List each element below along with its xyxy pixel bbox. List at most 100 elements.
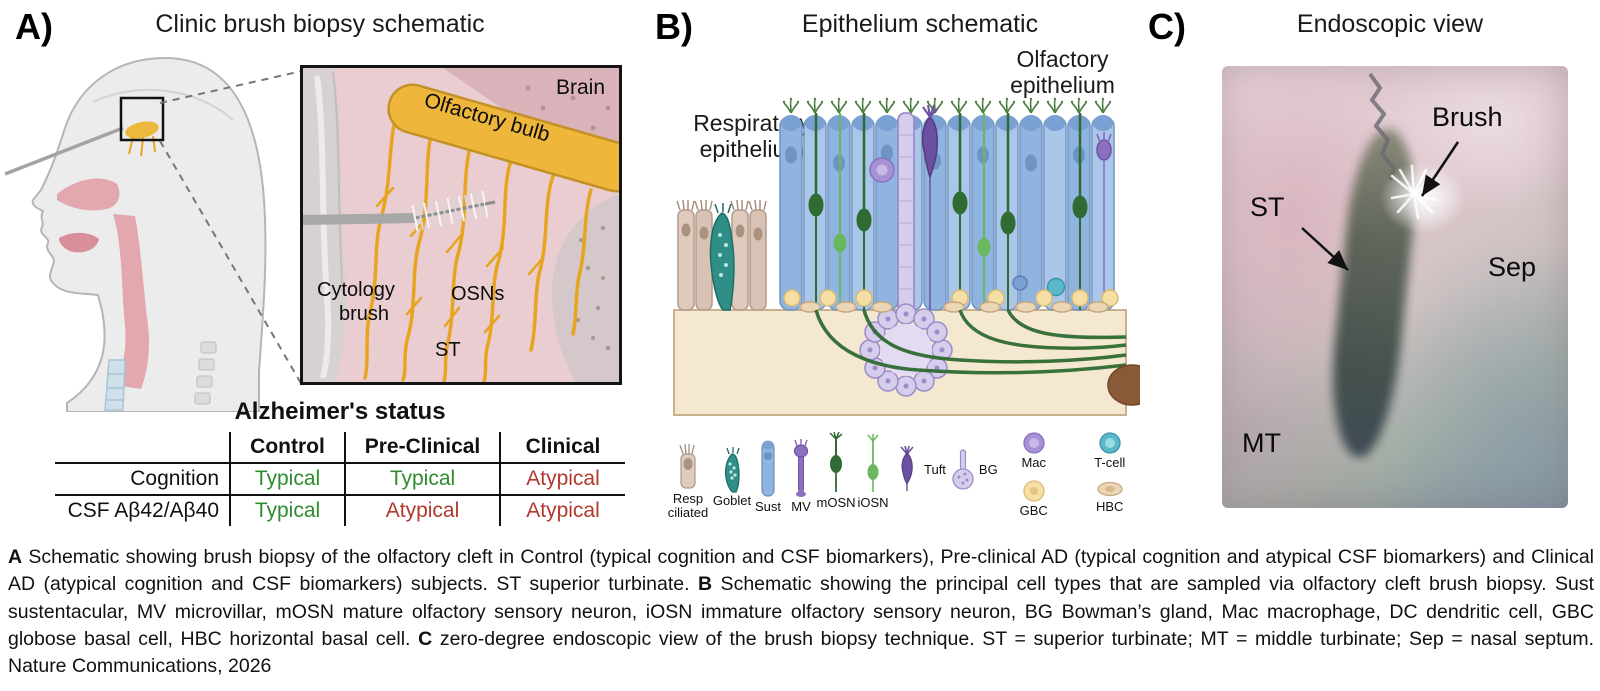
mosn-glyph <box>829 432 843 492</box>
caption-text-b: Schematic showing the principal cell typ… <box>8 573 1594 650</box>
pharynx <box>113 214 149 389</box>
goblet-glyph <box>725 447 740 493</box>
legend-item-mac: Mac <box>1003 430 1065 470</box>
endoscopic-photo: Brush ST Sep MT <box>1222 66 1568 508</box>
respiratory-cells <box>676 199 767 311</box>
spine <box>194 341 217 405</box>
panel-b-label: B) <box>655 6 693 47</box>
tuft-glyph <box>900 446 914 491</box>
table-col-preclinical: Pre-Clinical <box>344 432 500 463</box>
macrophage-cell <box>869 157 895 183</box>
caption-marker-a: A <box>8 546 23 568</box>
legend-label: HBC <box>1095 499 1124 515</box>
bowmans-gland <box>859 112 953 397</box>
legend-item-hbc: HBC <box>1079 478 1141 518</box>
olfactory-epithelium-label: Olfactory epithelium <box>1010 46 1115 99</box>
brush-handle-line <box>5 126 124 176</box>
mouth <box>59 232 99 253</box>
figure-caption: A Schematic showing brush biopsy of the … <box>8 544 1594 680</box>
endo-label-brush: Brush <box>1432 102 1503 132</box>
goblet-cell <box>709 212 735 311</box>
caption-marker-c: C <box>418 627 433 650</box>
legend-label: iOSN <box>857 495 889 510</box>
microvillar-cell <box>1096 132 1112 310</box>
table-row-csf: CSF Aβ42/Aβ40 Typical Atypical Atypical <box>55 494 625 526</box>
mv-glyph <box>793 439 809 497</box>
endo-label-mt: MT <box>1242 428 1281 458</box>
legend-item-iosn: iOSN <box>857 434 889 510</box>
caption-text-c: zero-degree endoscopic view of the brush… <box>8 627 1594 678</box>
legend-item-mv: MV <box>787 438 815 514</box>
table-corner-cell <box>55 432 230 463</box>
legend-item-resp-ciliated: Resp ciliated <box>666 442 710 520</box>
endo-label-st: ST <box>1250 192 1285 222</box>
panel-b-title: Epithelium schematic <box>801 10 1039 38</box>
legend-item-mosn: mOSN <box>817 432 856 510</box>
biopsy-inset-art: Brain Olfactory bulb Cytology brush OSNs… <box>302 68 642 383</box>
legend-item-tcell: T-cell <box>1079 430 1141 470</box>
globose-basal-cells <box>783 289 1119 307</box>
sustentacular-cells <box>779 116 1115 311</box>
legend-label: T-cell <box>1094 455 1126 470</box>
legend-immune-grid: Mac T-cell GBC <box>1003 430 1141 518</box>
zoom-connector-lines <box>159 70 303 386</box>
cognition-control-value: Typical <box>229 462 345 495</box>
t-cell-glyph <box>1099 432 1121 454</box>
gbc-glyph <box>1023 480 1045 502</box>
legend-item-tuft: Tuft <box>894 446 946 492</box>
legend-item-sust: Sust <box>754 434 782 514</box>
hbc-glyph <box>1097 481 1123 497</box>
table-row-cognition: Cognition Typical Typical Atypical <box>55 462 625 495</box>
head-silhouette <box>31 56 267 412</box>
inset-label-brain: Brain <box>556 76 605 99</box>
legend-label: MV <box>791 499 811 514</box>
panel-a-label: A) <box>15 6 53 47</box>
csf-clinical-value: Atypical <box>499 494 625 526</box>
table-col-clinical: Clinical <box>499 432 625 463</box>
brush-bristles <box>1390 164 1438 220</box>
panel-a-title: Clinic brush biopsy schematic <box>155 10 485 38</box>
legend-label: Sust <box>754 499 781 514</box>
legend-label: Goblet <box>712 493 752 508</box>
brush-wire <box>1368 72 1397 181</box>
t-cell-shape <box>1046 277 1066 297</box>
brush-arrow <box>1420 141 1460 197</box>
resp-ciliated-glyph <box>679 443 696 489</box>
st-arrow <box>1301 227 1349 271</box>
cytology-brush-shape <box>302 190 496 232</box>
endo-label-sep: Sep <box>1488 252 1537 282</box>
legend-item-gbc: GBC <box>1003 478 1065 518</box>
mac-glyph <box>1023 432 1045 454</box>
legend-label: GBC <box>1019 503 1048 519</box>
legend-label: BG <box>978 461 998 477</box>
panel-c-title: Endoscopic view <box>1296 10 1484 38</box>
biopsy-inset: Brain Olfactory bulb Cytology brush OSNs… <box>300 65 642 385</box>
axon-bundles <box>814 309 1127 375</box>
turbinate-bone <box>551 194 619 382</box>
horizontal-basal-cells <box>799 301 1109 313</box>
nasal-cavity <box>57 178 120 211</box>
cell-type-legend: Resp ciliated Goblet Sust <box>666 430 1144 520</box>
caption-text-a: Schematic showing brush biopsy of the ol… <box>8 546 1594 596</box>
iosn-neurons <box>833 113 991 310</box>
legend-item-bg: BG <box>951 446 998 492</box>
table-col-control: Control <box>229 432 345 463</box>
alzheimers-status-title: Alzheimer's status <box>234 398 446 425</box>
olfactory-cilia <box>781 97 1112 114</box>
legend-label: Tuft <box>924 461 946 477</box>
iosn-glyph <box>867 434 879 492</box>
panel-c-label: C) <box>1148 6 1186 47</box>
osn-nerve-branches <box>363 106 593 383</box>
olfactory-region-highlight <box>125 121 159 139</box>
mosn-neurons <box>808 113 1088 310</box>
inset-label-brush: brush <box>339 303 389 325</box>
endoscopic-overlay <box>1301 72 1460 271</box>
alzheimers-status-block: Alzheimer's status Control Pre-Clinical … <box>50 398 630 526</box>
legend-label: Resp ciliated <box>667 491 709 521</box>
legend-item-goblet: Goblet <box>712 444 752 508</box>
row-label-csf: CSF Aβ42/Aβ40 <box>55 494 230 526</box>
legend-label: mOSN <box>816 495 856 510</box>
legend-label: Mac <box>1021 455 1046 470</box>
zoom-source-box <box>119 96 165 142</box>
